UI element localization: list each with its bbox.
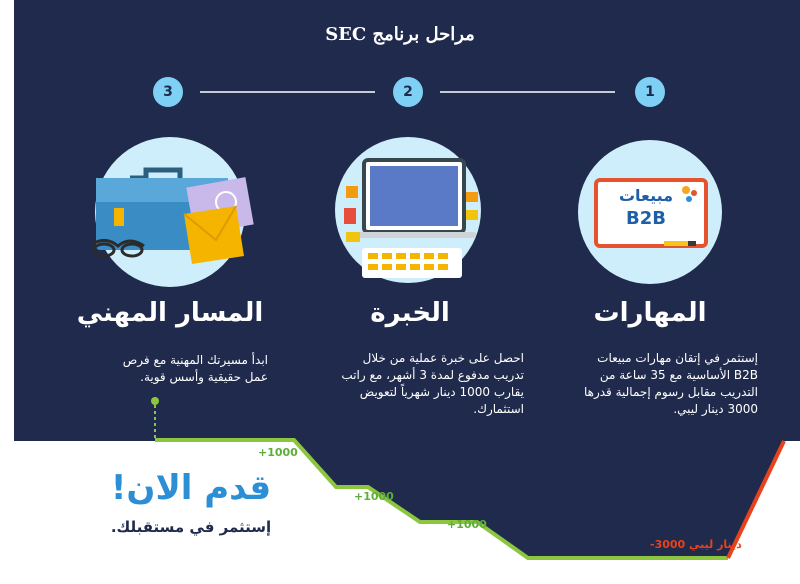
envelope-icon	[183, 177, 254, 264]
step-number-2: 2	[403, 84, 413, 100]
whiteboard-icon	[594, 178, 708, 248]
cta-subline: إستثمر في مستقبلك.	[110, 518, 272, 536]
laptop-desk-icon	[344, 158, 478, 278]
description-line: التدريب مقابل رسوم إجمالية قدرها	[583, 385, 758, 399]
page-title: مراحل برنامج SEC	[325, 24, 475, 45]
red-cost-line	[726, 440, 786, 559]
step-description-skills: إستثمر في إتقان مهارات مبيعات B2B الأساس…	[538, 350, 758, 418]
cta-headline: قدم الان!	[110, 468, 272, 508]
description-line: احصل على خبرة عملية من خلال	[362, 351, 524, 365]
whiteboard-code: B2B	[626, 208, 666, 229]
step-circle-3	[153, 77, 183, 107]
description-line: 3000 دينار ليبي.	[673, 402, 758, 416]
description-line: B2B الأساسية مع 35 ساعة من	[599, 368, 758, 382]
step-number-3: 3	[163, 84, 173, 100]
step-description-experience: احصل على خبرة عملية من خلال تدريب مدفوع …	[294, 350, 524, 418]
whiteboard-word: مبيعات	[618, 186, 674, 205]
step-circle-2	[393, 77, 423, 107]
description-line: عمل حقيقية وأسس قوية.	[140, 370, 268, 384]
step-heading-experience: الخبرة	[370, 298, 450, 328]
step-heading-career: المسار المهني	[76, 298, 264, 328]
step-heading-skills: المهارات	[593, 298, 707, 328]
description-line: ابدأ مسيرتك المهنية مع فرص	[122, 353, 268, 367]
description-line: إستثمر في إتقان مهارات مبيعات	[597, 351, 758, 365]
gain-label: +1000	[258, 446, 298, 459]
green-staircase	[155, 438, 728, 560]
gain-label: +1000	[447, 518, 487, 531]
cost-label: -3000 دينار ليبي	[650, 538, 742, 551]
step-number-1: 1	[645, 84, 655, 100]
step-circle-1	[635, 77, 665, 107]
description-line: يقارب 1000 دينار شهرياً لتعويض	[359, 385, 524, 399]
step-description-career: ابدأ مسيرتك المهنية مع فرص عمل حقيقية وأ…	[78, 352, 268, 386]
gain-label: +1000	[354, 490, 394, 503]
description-line: تدريب مدفوع لمدة 3 أشهر، مع راتب	[341, 368, 524, 382]
career-riser-dot	[151, 397, 159, 405]
description-line: استثمارك.	[473, 402, 524, 416]
